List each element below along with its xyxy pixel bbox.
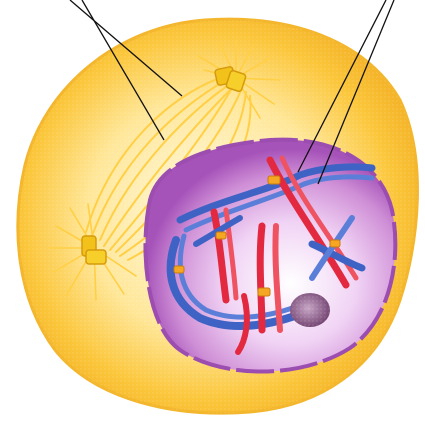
nucleolus-icon (290, 293, 330, 327)
